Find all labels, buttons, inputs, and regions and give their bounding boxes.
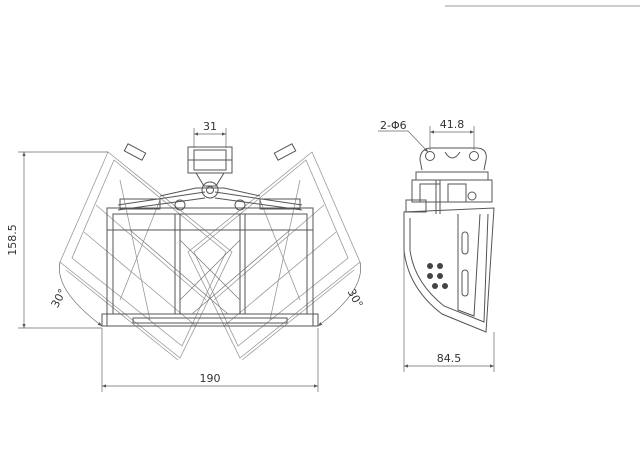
dim-top-width-label: 31: [203, 120, 217, 133]
bucket-upright: [101, 207, 319, 327]
dim-side-width: 84.5: [403, 250, 495, 372]
side-view: 2-Φ6 41.8 84.5: [378, 118, 495, 372]
front-view: 31 158.5 30° 30° 190: [6, 120, 365, 392]
dim-holes-label: 2-Φ6: [380, 119, 407, 132]
dim-top-width: 31: [193, 120, 227, 148]
side-bucket: [403, 207, 495, 333]
dim-pin-spacing-label: 41.8: [440, 118, 465, 131]
dim-right-angle-label: 30°: [345, 287, 366, 310]
side-bracket: [405, 147, 493, 214]
dim-holes: 2-Φ6: [378, 119, 429, 153]
dim-bottom-width: 190: [101, 328, 319, 392]
dim-pin-spacing: 41.8: [429, 118, 475, 150]
tilted-bucket-right: [187, 151, 361, 361]
tilted-bucket-left: [59, 151, 233, 361]
dim-right-angle: 30°: [317, 261, 366, 327]
dim-left-angle: 30°: [49, 261, 103, 327]
mounting-bracket: [159, 146, 261, 199]
dim-bottom-width-label: 190: [200, 372, 221, 385]
dim-height-label: 158.5: [6, 224, 19, 256]
dim-side-width-label: 84.5: [437, 352, 462, 365]
dim-height: 158.5: [6, 151, 108, 329]
tilt-cylinders: [117, 143, 303, 211]
